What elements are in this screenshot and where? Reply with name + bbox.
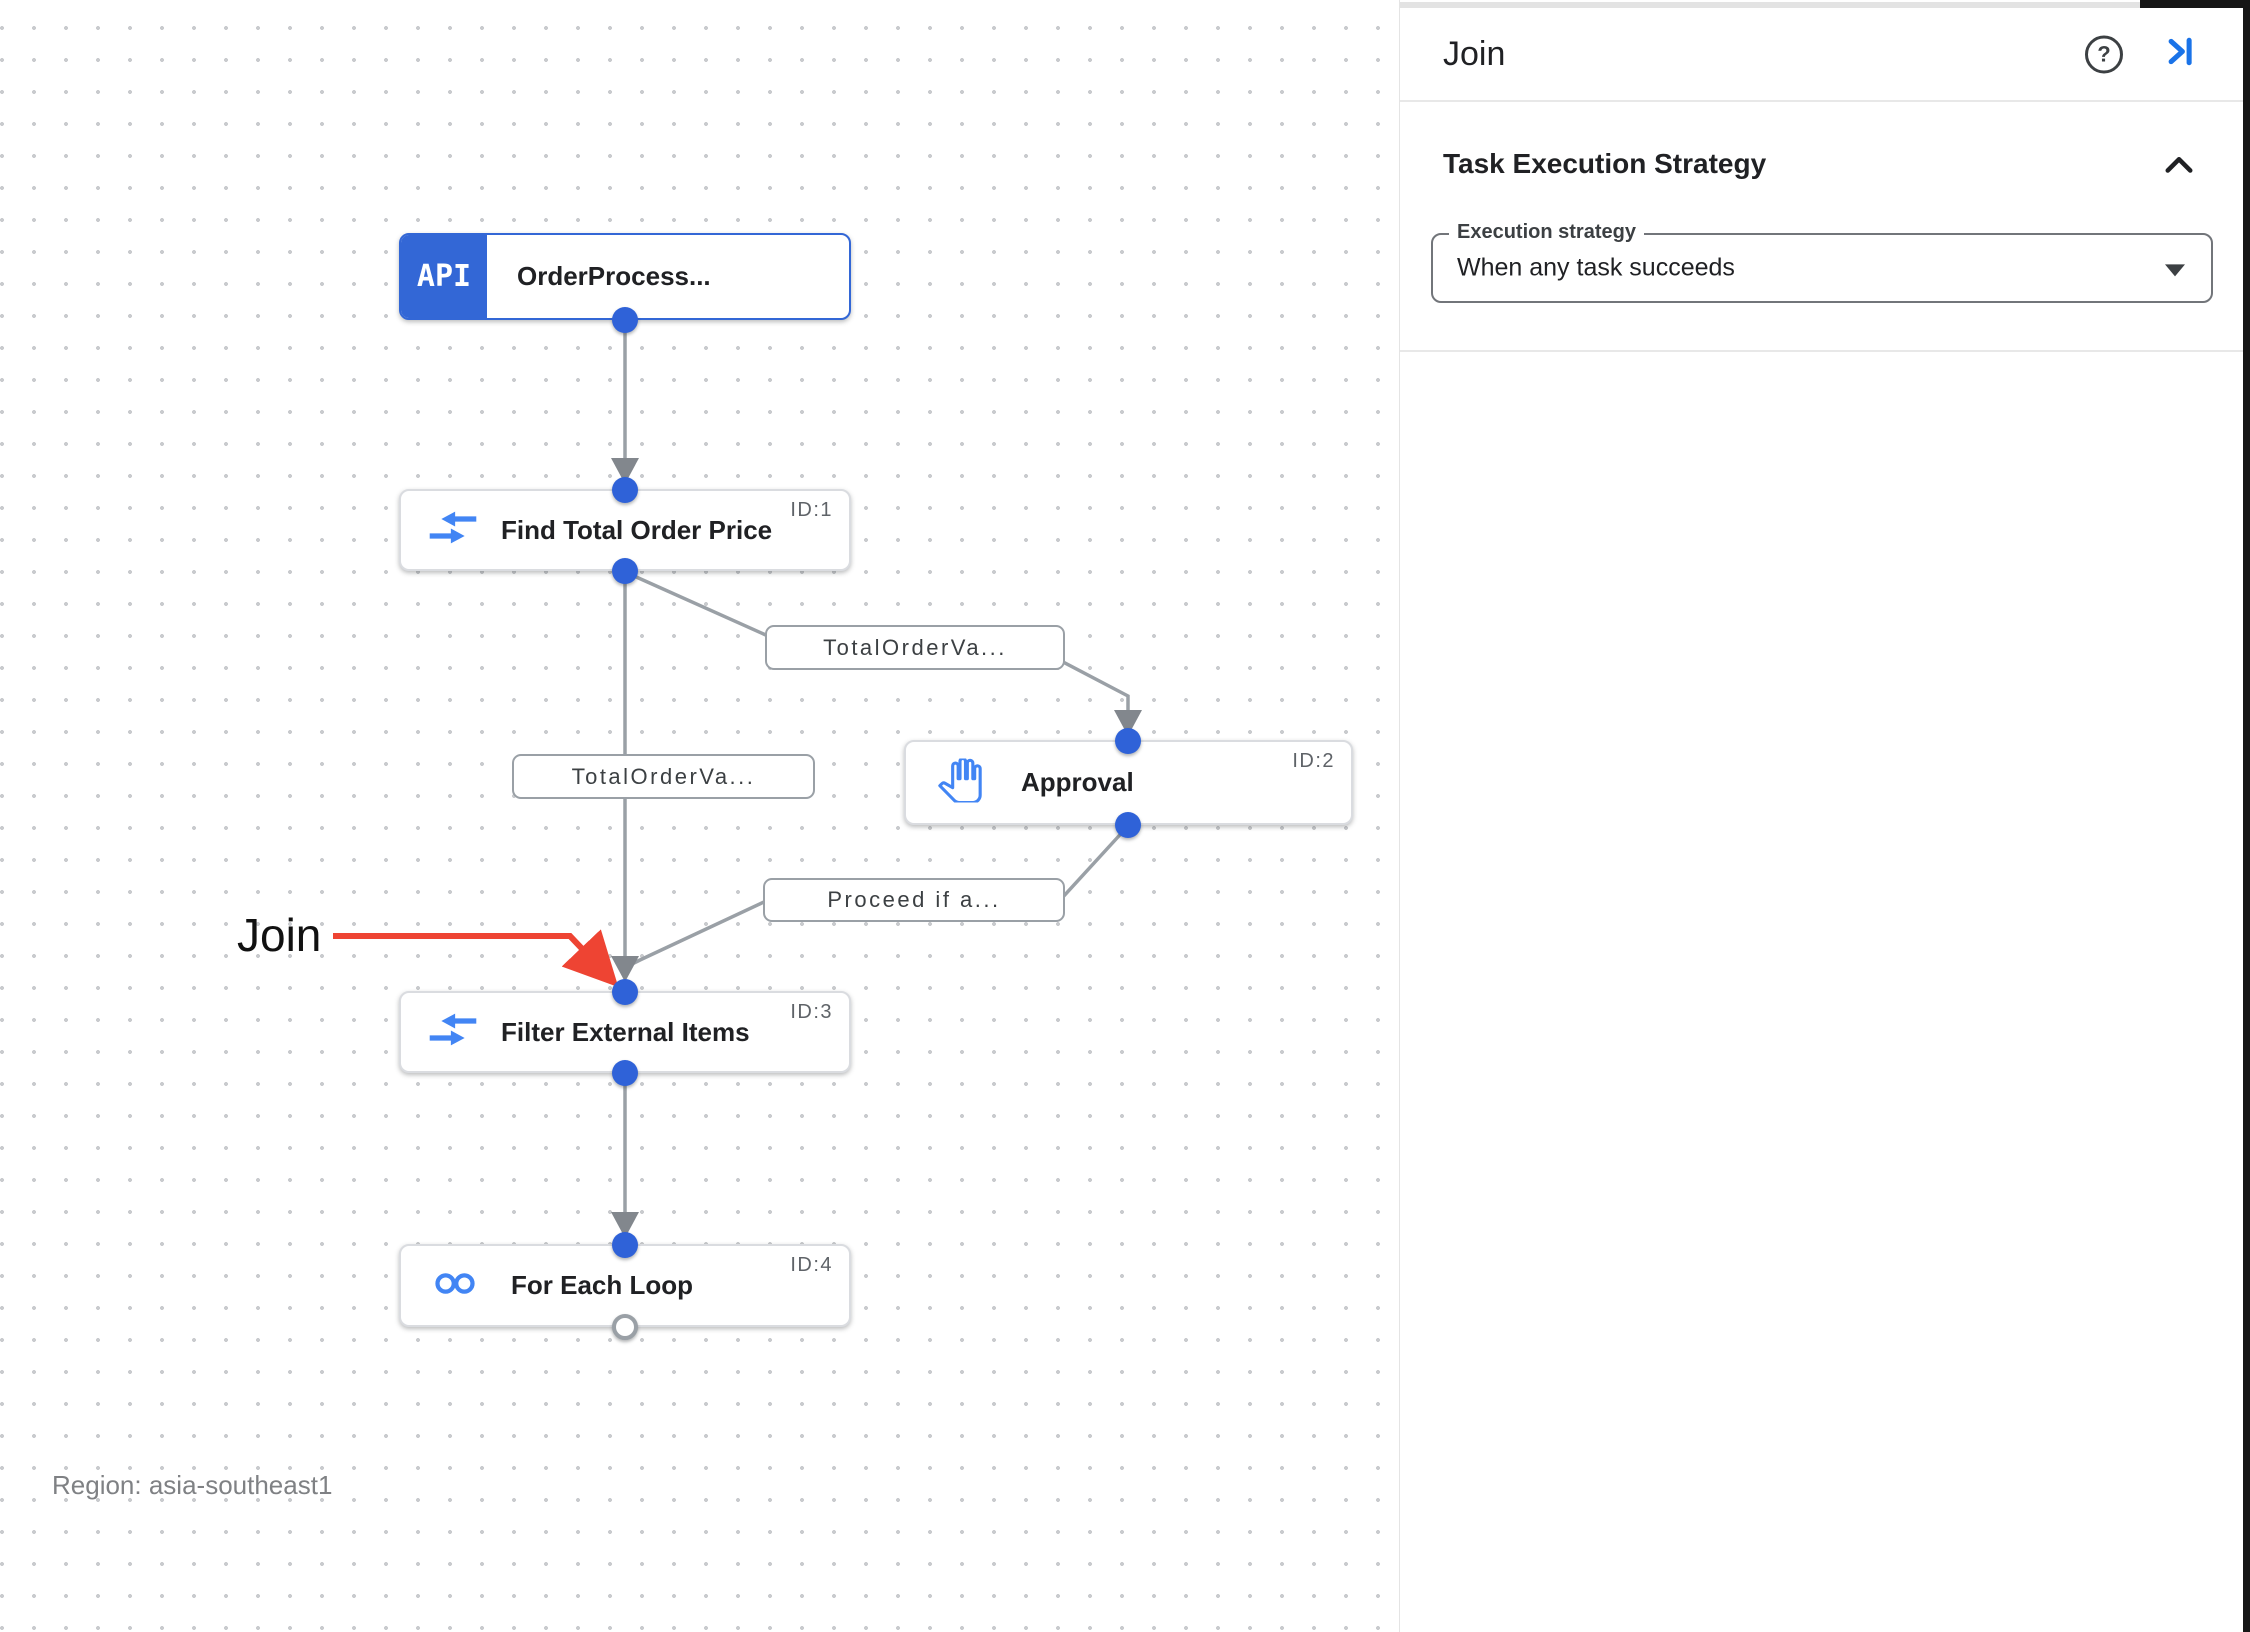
collapse-panel-icon[interactable] (2161, 34, 2197, 75)
edge-arrowheads (611, 458, 1142, 1238)
connector-dot[interactable] (612, 307, 638, 333)
connector-dot[interactable] (612, 1060, 638, 1086)
edge-label-totalorderva-right[interactable]: TotalOrderVa... (765, 625, 1065, 670)
connector-dot[interactable] (612, 558, 638, 584)
section-divider (1400, 350, 2244, 352)
config-panel: Join ? Task Execution Strategy Execution… (1399, 0, 2244, 1632)
data-mapping-icon (429, 510, 477, 551)
workflow-canvas[interactable]: TotalOrderVa... TotalOrderVa... Proceed … (0, 0, 1399, 1632)
window-edge-right (2243, 0, 2250, 1632)
node-approval[interactable]: Approval ID:2 (904, 740, 1353, 825)
node-title: Filter External Items (501, 1016, 750, 1047)
connector-dot[interactable] (612, 1232, 638, 1258)
chevron-up-icon[interactable] (2161, 148, 2197, 189)
connector-dot[interactable] (1115, 812, 1141, 838)
task-execution-strategy-title: Task Execution Strategy (1443, 148, 1767, 179)
node-title: OrderProcess... (517, 261, 711, 291)
execution-strategy-value: When any task succeeds (1457, 253, 1735, 282)
data-mapping-icon (429, 1012, 477, 1053)
node-id-badge: ID:4 (790, 1254, 833, 1276)
execution-strategy-select[interactable]: Execution strategy When any task succeed… (1431, 221, 2213, 303)
dropdown-caret-icon (2165, 264, 2185, 277)
header-divider (1400, 100, 2244, 102)
join-annotation-label: Join (237, 909, 322, 961)
node-id-badge: ID:3 (790, 1001, 833, 1023)
panel-top-strip (1400, 2, 2140, 8)
edge-label-totalorderva-left[interactable]: TotalOrderVa... (512, 754, 815, 799)
annotation-arrow (333, 929, 619, 988)
connector-dot[interactable] (612, 477, 638, 503)
connector-dot-join[interactable] (612, 979, 638, 1005)
approval-hand-icon (938, 756, 982, 807)
node-title: For Each Loop (511, 1270, 693, 1300)
connector-dot-empty[interactable] (612, 1314, 638, 1340)
window-edge-top (2140, 0, 2250, 8)
execution-strategy-label: Execution strategy (1449, 221, 1644, 244)
node-id-badge: ID:1 (790, 499, 833, 521)
panel-header: Join ? (1400, 8, 2243, 100)
api-trigger-icon: API (401, 235, 487, 318)
region-label: Region: asia-southeast1 (52, 1470, 333, 1500)
node-title: Approval (1021, 767, 1134, 797)
loop-icon (429, 1268, 481, 1303)
panel-title: Join (1443, 34, 1506, 73)
edge-label-proceed-if[interactable]: Proceed if a... (763, 878, 1065, 922)
node-id-badge: ID:2 (1292, 750, 1335, 772)
help-icon[interactable]: ? (2085, 35, 2123, 73)
node-title: Find Total Order Price (501, 514, 773, 545)
connector-dot[interactable] (1115, 728, 1141, 754)
